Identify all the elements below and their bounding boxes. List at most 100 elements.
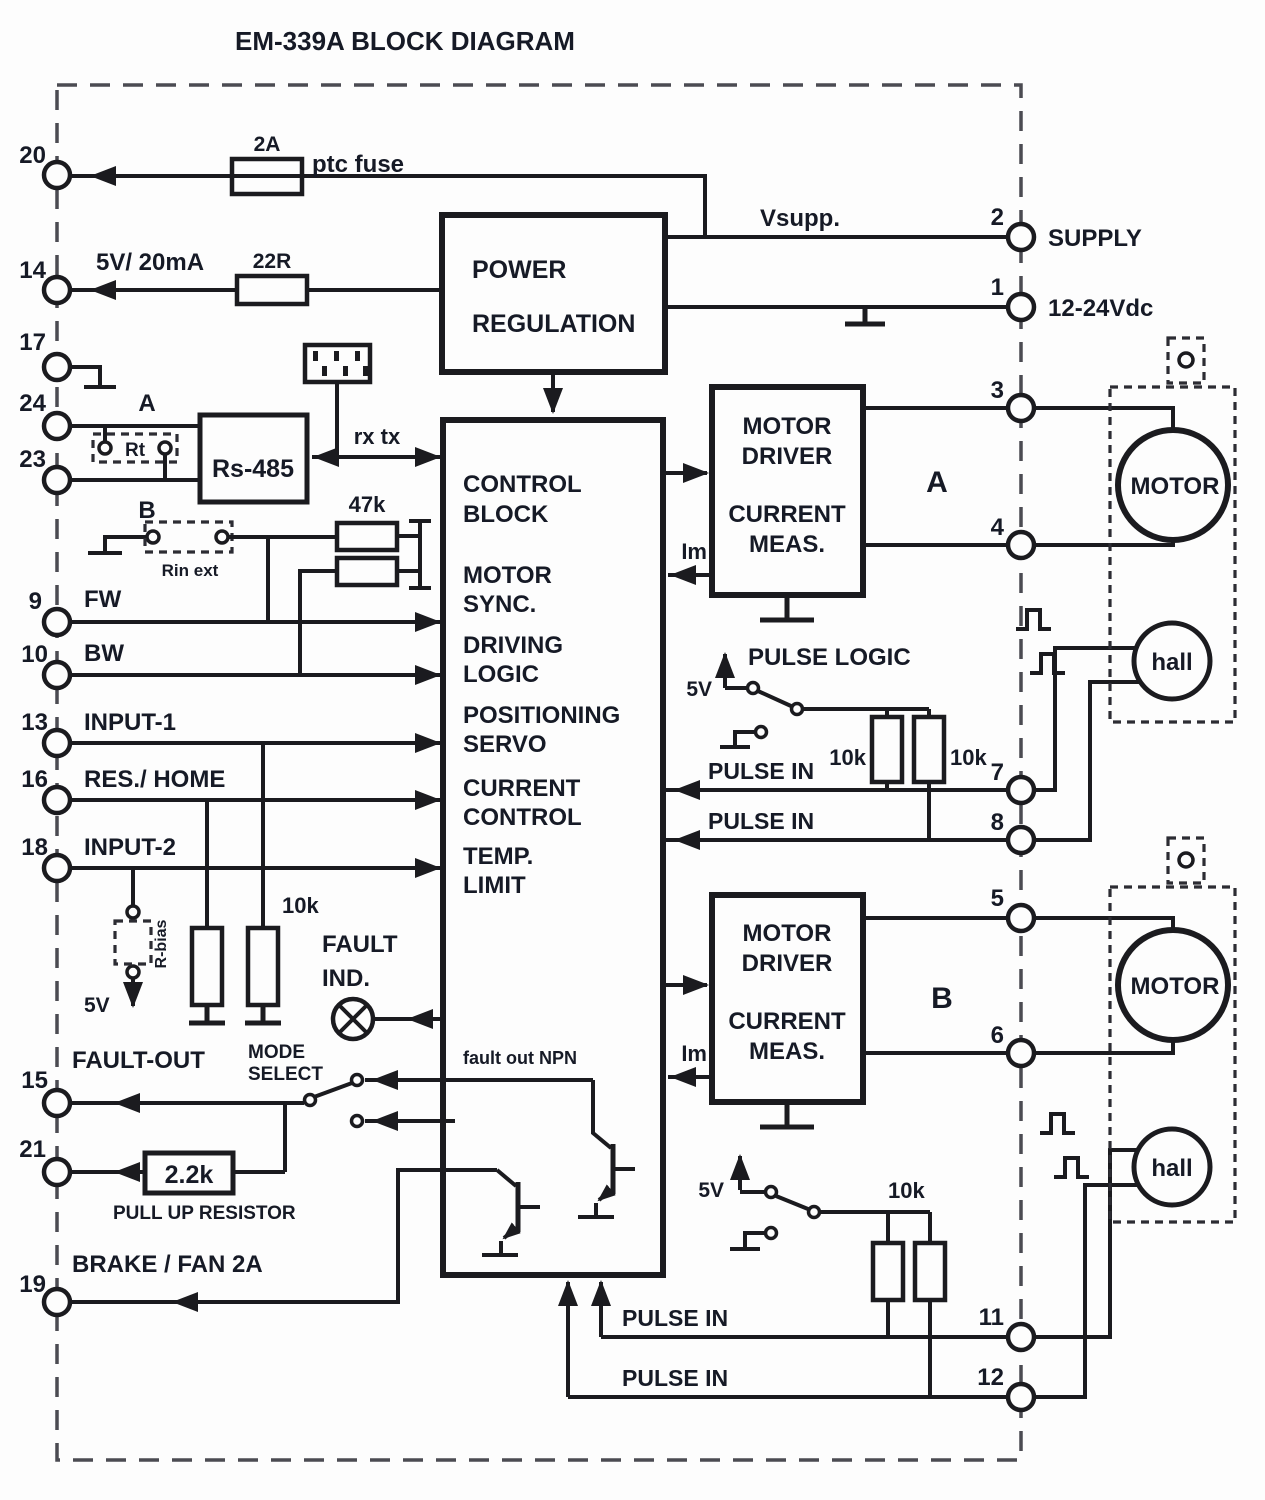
page-title: EM-339A BLOCK DIAGRAM [235,26,575,56]
input2-label: INPUT-2 [84,834,176,861]
brake-wire [70,1168,497,1304]
driver-a-ground [760,595,814,623]
header-pin-dot [313,351,318,361]
r10k-b-label: 10k [888,1178,925,1203]
switch-b-pole [763,1184,779,1200]
header-pin-dot [322,366,327,376]
r10k-input-label: 10k [282,893,319,918]
rxtx-label: rx tx [354,424,401,449]
rin-terminal [145,529,161,545]
hall-a-label: hall [1151,649,1192,676]
resistor-10k-a-left [869,714,905,785]
right-terminal-pins: 2 1 3 4 7 8 5 6 11 12 SUPPLY 12-24Vdc [977,204,1153,1413]
power-reg-line1: POWER [472,256,566,284]
fn-temp-2: LIMIT [463,872,526,899]
rt-dashed-box [91,432,179,464]
q2-ground [578,1203,614,1219]
pin-8-number: 8 [991,809,1004,836]
resistor-10k-input-right [245,925,281,1008]
pin-5 [1005,902,1037,934]
pulse-logic-label: PULSE LOGIC [748,644,911,671]
pin-4 [1005,529,1037,561]
fn-temp-1: TEMP. [463,843,533,870]
programming-header [302,342,373,457]
input-nets: FW BW INPUT-1 RES./ HOME INPUT-2 10k [70,586,441,1026]
driver-a-line2: DRIVER [742,443,833,470]
pin-24-number: 24 [19,390,46,417]
brake-fan-net: BRAKE / FAN 2A [70,1168,497,1312]
driver-b-box [709,892,866,1105]
rin-ext-network: Rin ext 47k [88,492,431,675]
pulse-in-11-label: PULSE IN [622,1305,728,1331]
pin-19-number: 19 [19,1271,46,1298]
switch-pole [302,1092,318,1108]
res-home-wire [70,798,441,928]
pulse-glyph-a1 [1016,608,1051,631]
fault-out-wire [70,1101,304,1172]
rin-hook [88,535,147,555]
pin-6-number: 6 [991,1022,1004,1049]
driver-b-line4: MEAS. [749,1038,825,1065]
motor-driver-b: MOTOR DRIVER CURRENT MEAS. Im B [665,892,1008,1130]
pin-1-number: 1 [991,274,1004,301]
switch-a-out-wire [803,707,931,717]
switch-b-ground [730,1231,765,1251]
pin-23-number: 23 [19,446,46,473]
channel-b-label: B [931,982,953,1015]
fn-positioning-2: SERVO [463,731,547,758]
switch-a-throw [789,701,805,717]
fault-ind-line1: FAULT [322,931,398,958]
q1-ground [482,1241,518,1257]
driver-b-ground [760,1102,814,1130]
supply-label: SUPPLY [1048,225,1142,252]
rbias-label: R-bias [153,919,170,968]
input1-label: INPUT-1 [84,709,176,736]
rbias-terminal [125,904,141,920]
rs485-interface: Rs-485 rx tx A B Rt [70,390,441,524]
hall-b-icon [1131,1126,1213,1208]
pin-2 [1005,221,1037,253]
pin-14 [41,274,73,306]
resistor-10k-a-right [911,714,947,785]
rt-terminal [97,440,113,456]
switch-a-lever [757,689,792,708]
motor-a-assembly: MOTOR hall [1034,336,1237,724]
driver-a-line3: CURRENT [728,501,846,528]
resistor-10k-b-left [870,1240,906,1303]
rs485-label: Rs-485 [212,455,294,483]
pin-16-number: 16 [21,766,48,793]
pin-17-number: 17 [19,329,46,356]
hall-b-label: hall [1151,1155,1192,1182]
switch-lever [313,1081,353,1099]
fault-indicator: FAULT IND. [322,931,443,1042]
fault-ind-line2: IND. [322,965,370,992]
pin-11-number: 11 [979,1304,1004,1331]
rt-stubs [103,426,167,480]
ptc-fuse-net: 2A ptc fuse [70,133,707,237]
mode-select-line1: MODE [248,1042,305,1063]
pin-6 [1005,1037,1037,1069]
resistor-10k-input-left [189,925,225,1008]
control-block: CONTROL BLOCK MOTOR SYNC. DRIVING LOGIC … [440,417,666,1278]
pin-20-number: 20 [19,142,46,169]
fn-positioning-1: POSITIONING [463,702,620,729]
pin-9-number: 9 [29,588,42,615]
pin-19 [41,1286,73,1318]
pin-11 [1005,1321,1037,1353]
rs485-box [197,412,310,505]
pin-3-number: 3 [991,377,1004,404]
fault-npn-label: fault out NPN [463,1048,577,1068]
motor-b-assembly: MOTOR hall [1034,836,1237,1224]
left-terminal-pins: 20 14 17 24 23 9 10 13 16 18 15 21 19 [19,142,73,1318]
vsupp-label: Vsupp. [760,205,840,232]
pin-18-number: 18 [21,834,48,861]
npn-transistor-left [482,1168,540,1257]
pulse-in-12-label: PULSE IN [622,1365,728,1391]
motor-b-leads [1034,916,1175,1055]
npn-transistor-right [578,1080,635,1219]
resistor-2k2 [142,1150,236,1196]
pin-18 [41,852,73,884]
ground-supply [845,307,885,327]
motor-a-icon [1115,427,1231,543]
